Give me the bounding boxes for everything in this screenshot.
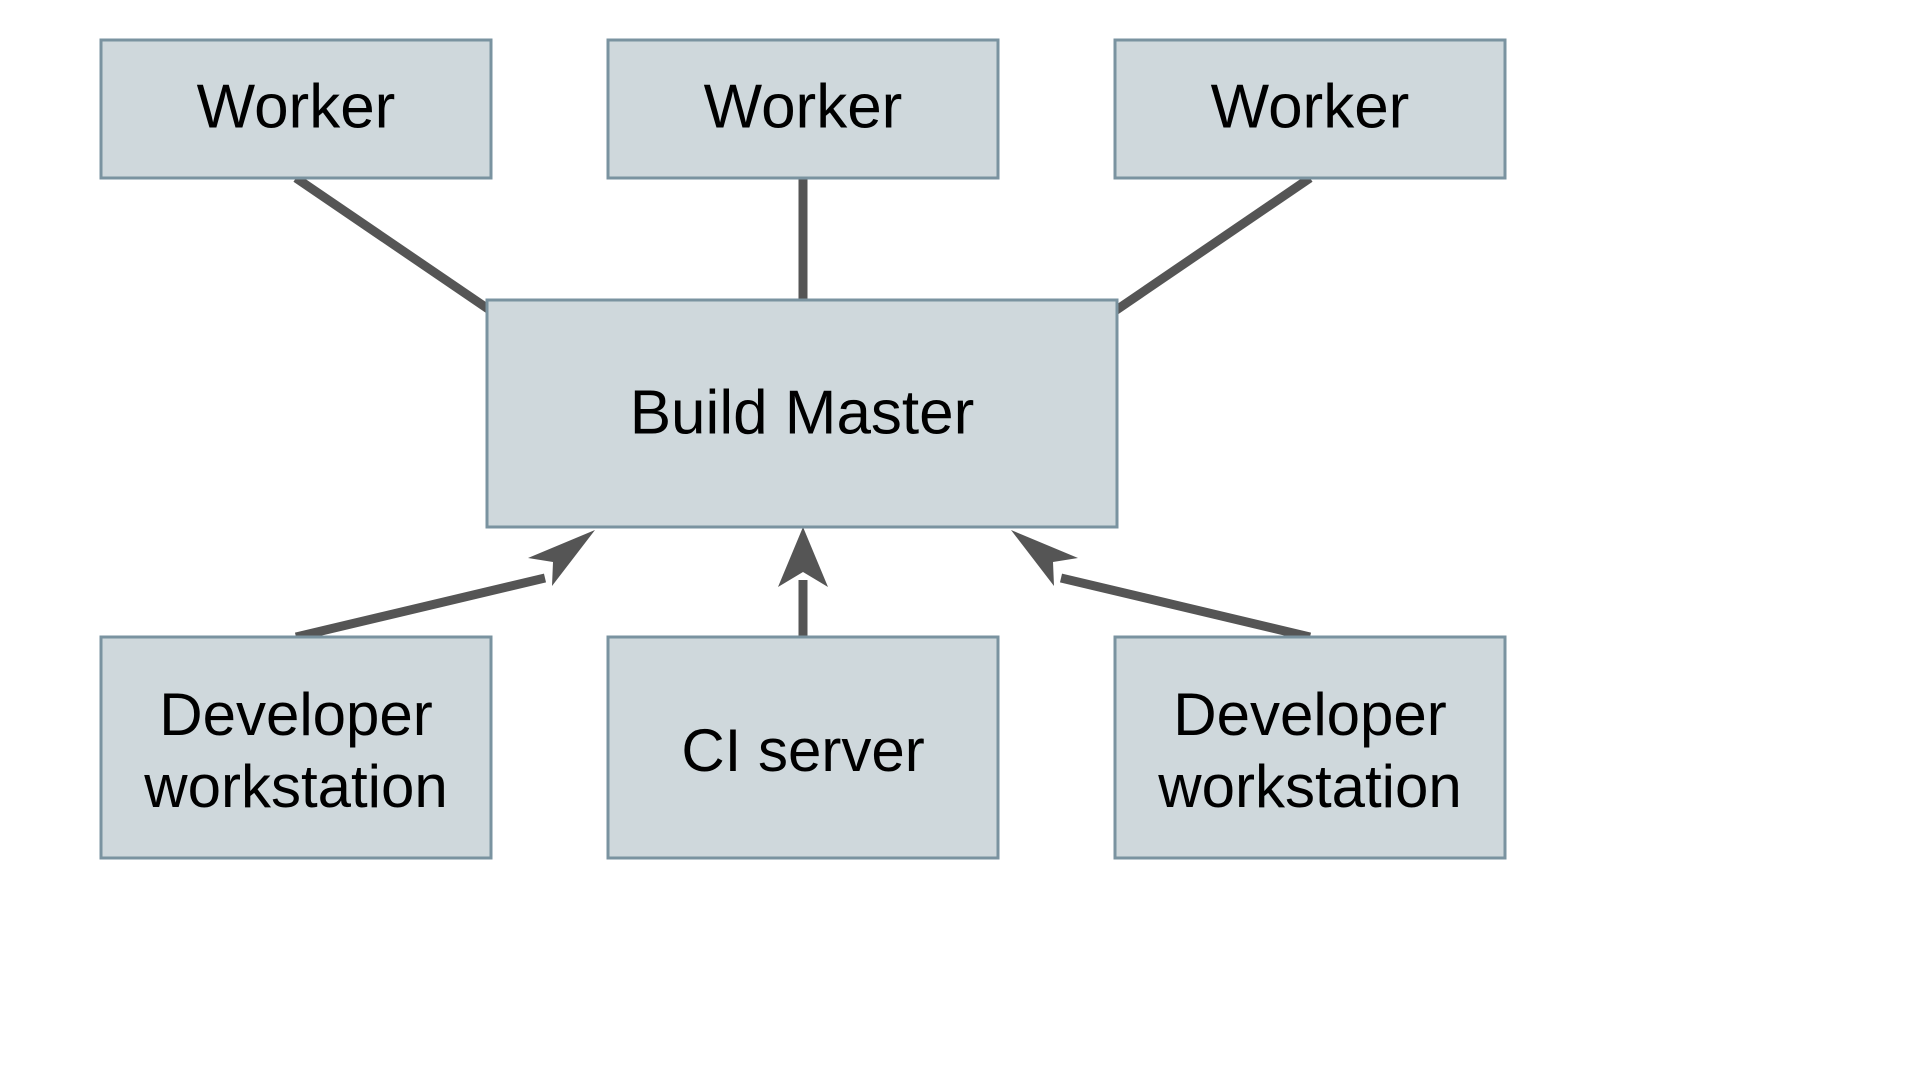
node-worker-3-label: Worker xyxy=(1211,72,1410,141)
node-worker-3[interactable]: Worker xyxy=(1113,38,1507,180)
node-build-master[interactable]: Build Master xyxy=(485,298,1119,529)
node-dev-workstation-left[interactable]: Developer workstation xyxy=(99,635,493,860)
node-worker-1-label: Worker xyxy=(197,72,396,141)
node-worker-2-label: Worker xyxy=(704,72,903,141)
edge-devleft-line xyxy=(294,573,547,642)
node-worker-1-box[interactable] xyxy=(99,38,493,180)
node-dev-workstation-right[interactable]: Developer workstation xyxy=(1113,635,1507,860)
node-dev-workstation-right-label-line1: Developer xyxy=(1173,681,1447,748)
node-worker-2[interactable]: Worker xyxy=(606,38,1000,180)
edge-devright-to-master xyxy=(1011,530,1312,642)
node-dev-workstation-right-label-line2: workstation xyxy=(1157,753,1461,820)
node-build-master-box[interactable] xyxy=(485,298,1119,529)
node-worker-2-box[interactable] xyxy=(606,38,1000,180)
edge-devleft-to-master xyxy=(294,530,595,642)
node-ci-server-box[interactable] xyxy=(606,635,1000,860)
node-ci-server[interactable]: CI server xyxy=(606,635,1000,860)
node-dev-workstation-left-label-line1: Developer xyxy=(159,681,433,748)
edge-devright-arrowhead xyxy=(1011,530,1078,586)
node-ci-server-label: CI server xyxy=(681,717,924,784)
node-dev-workstation-right-box[interactable] xyxy=(1113,635,1507,860)
node-build-master-label: Build Master xyxy=(630,378,975,447)
edge-ci-arrowhead xyxy=(778,527,828,587)
node-dev-workstation-left-label-line2: workstation xyxy=(143,753,447,820)
node-worker-3-box[interactable] xyxy=(1113,38,1507,180)
node-worker-1[interactable]: Worker xyxy=(99,38,493,180)
edge-devright-line xyxy=(1059,573,1312,642)
node-dev-workstation-left-box[interactable] xyxy=(99,635,493,860)
edge-devleft-arrowhead xyxy=(528,530,595,586)
edge-ci-to-master xyxy=(778,527,828,637)
